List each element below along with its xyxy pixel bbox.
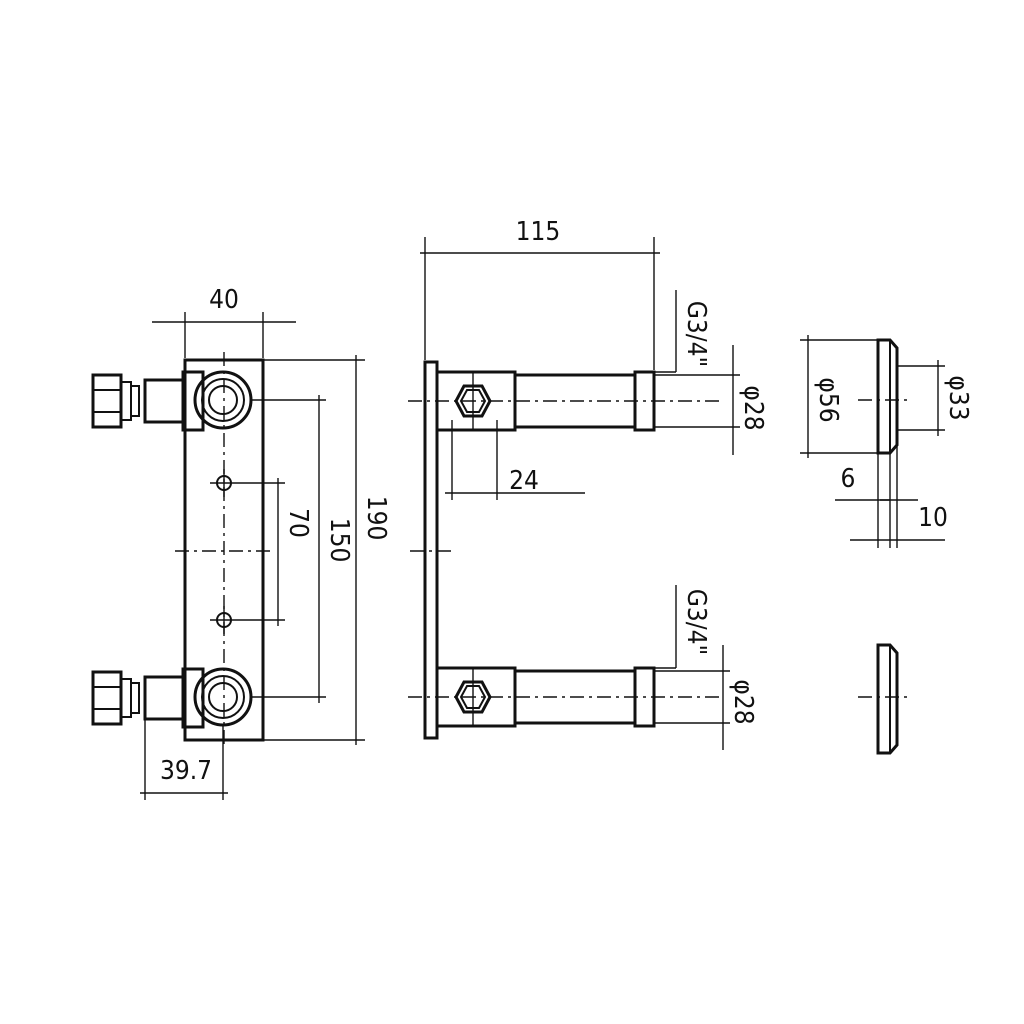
dim-plate-to-pipe: 24 — [509, 466, 539, 496]
thread-label-top: G3/4" — [681, 301, 711, 368]
flange-thickness: 6 — [841, 464, 856, 494]
dim-valve-offset: 39.7 — [160, 756, 212, 786]
pipe-diameter-bottom: φ28 — [728, 679, 758, 724]
pipe-diameter-top: φ28 — [738, 385, 768, 430]
flange-outer-diameter: φ56 — [813, 377, 843, 422]
flange-top — [876, 338, 899, 455]
dim-outer-height: 190 — [361, 496, 391, 541]
flange-bottom — [876, 643, 899, 755]
dim-screw-spacing: 70 — [283, 508, 313, 538]
thread-label-bottom: G3/4" — [681, 589, 711, 656]
valve-icon — [91, 667, 253, 729]
side-view: 115 24 G3/4" G3/4" φ28 φ28 — [408, 217, 768, 750]
flange-inner-diameter: φ33 — [943, 375, 973, 420]
dim-inner-height: 150 — [324, 518, 354, 563]
hex-nut-icon — [91, 670, 123, 726]
flange-depth: 10 — [918, 503, 948, 533]
flange-detail: φ56 φ33 6 10 — [800, 335, 973, 755]
side-plate — [423, 360, 439, 740]
dim-depth: 115 — [516, 217, 561, 247]
valve-icon — [91, 370, 253, 432]
dim-front-width: 40 — [209, 285, 239, 315]
front-view: 40 70 150 190 39.7 — [91, 285, 391, 800]
hex-nut-icon — [91, 373, 123, 429]
